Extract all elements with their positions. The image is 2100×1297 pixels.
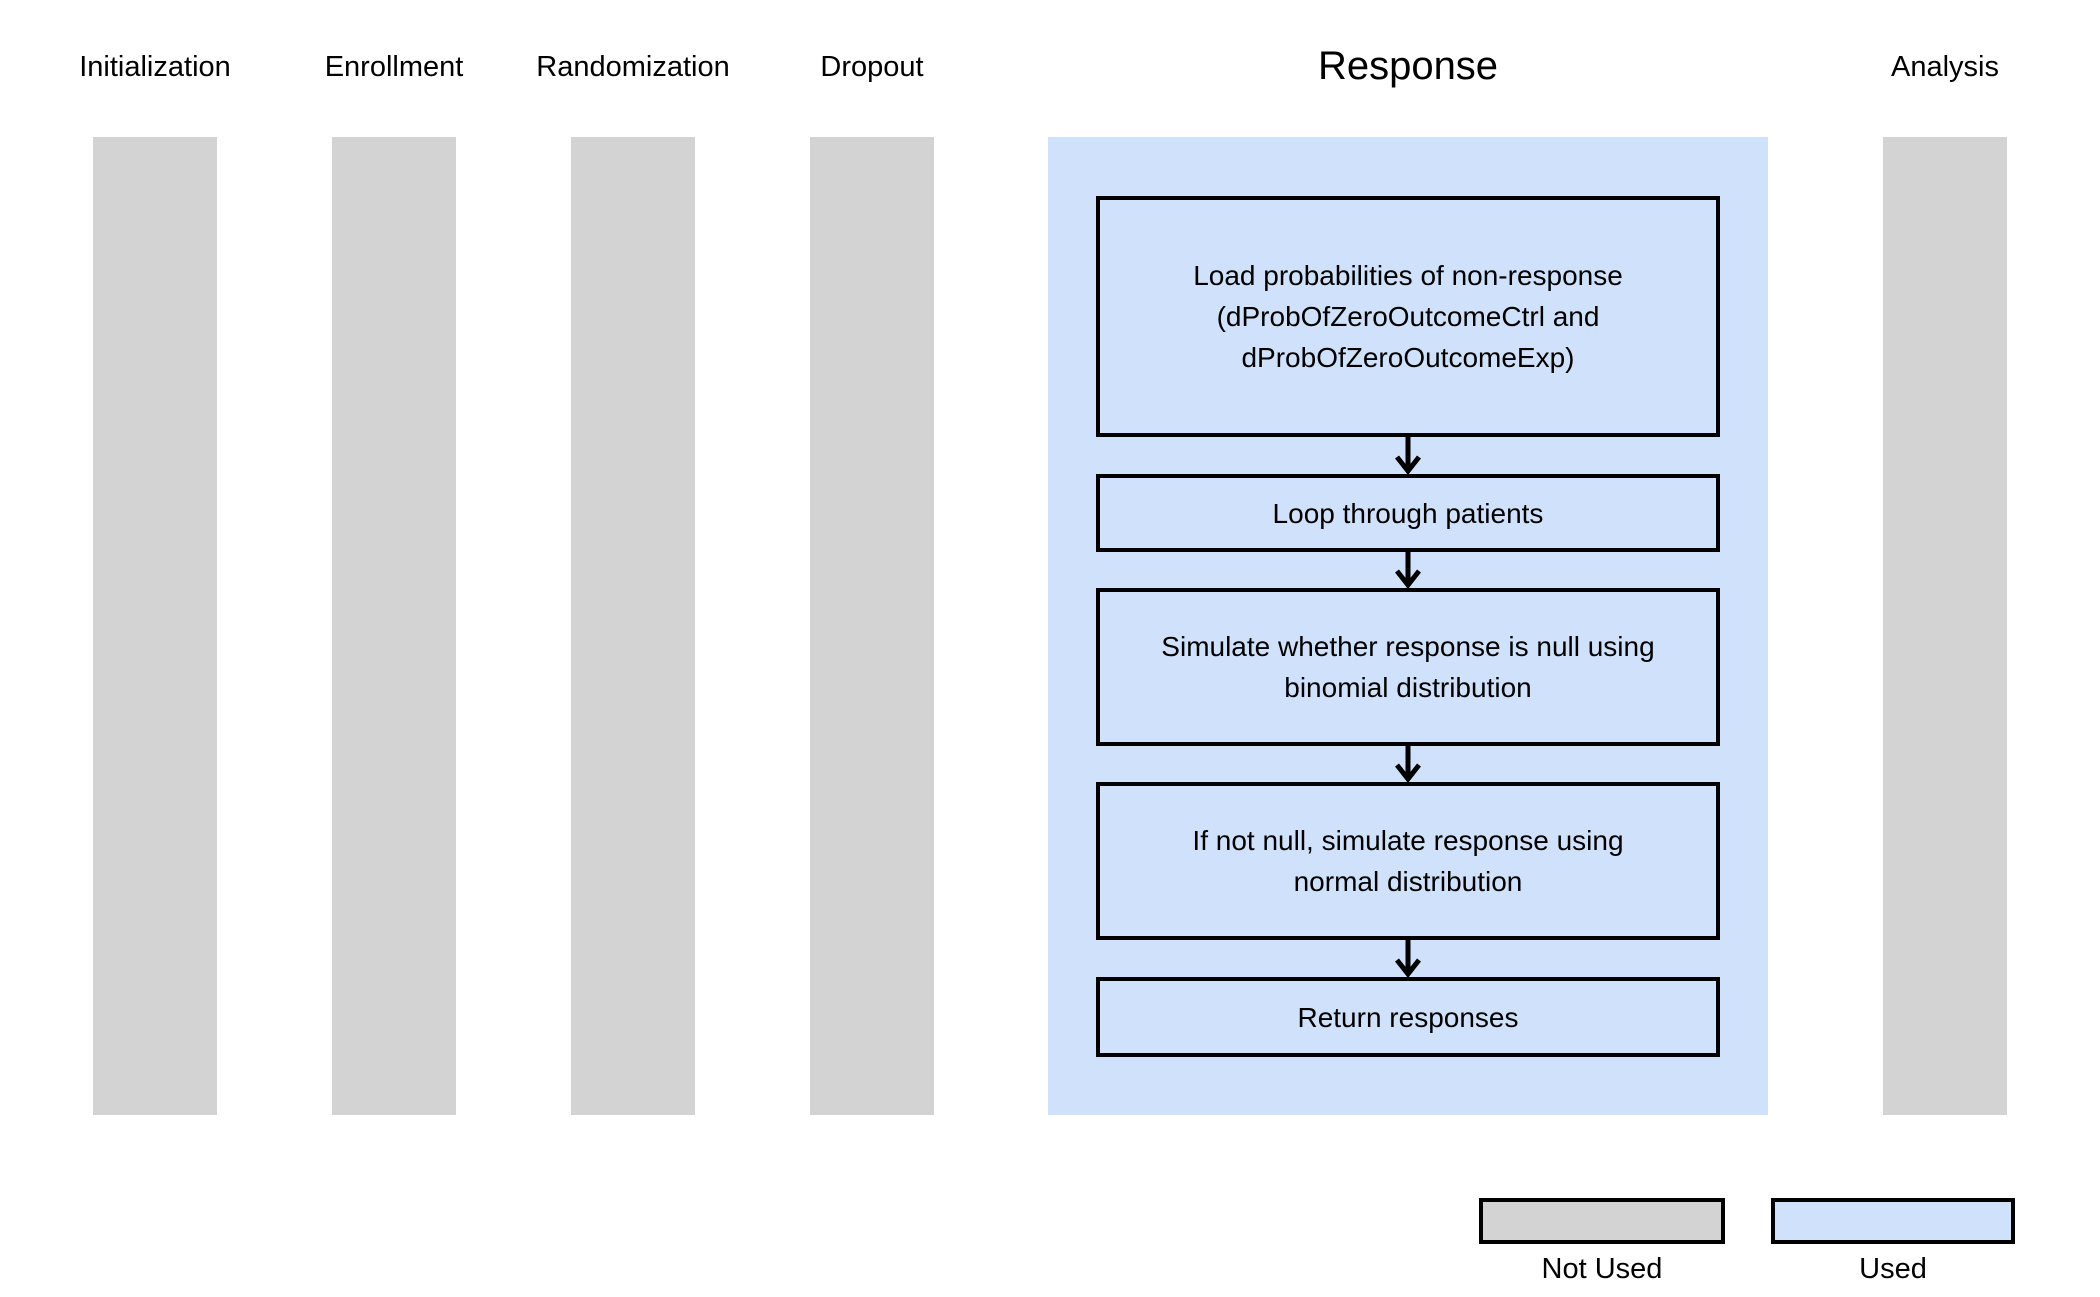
- legend-label-used: Used: [1859, 1253, 1927, 1285]
- flow-step-text: Load probabilities of non-response (dPro…: [1193, 260, 1623, 373]
- column-label-enrollment: Enrollment: [324, 51, 464, 83]
- arrow-down-icon: [1395, 940, 1421, 977]
- legend-label-not-used: Not Used: [1541, 1253, 1663, 1285]
- legend-swatch-used: [1771, 1198, 2015, 1244]
- column-label-initialization: Initialization: [79, 51, 231, 83]
- arrow-down-icon: [1395, 552, 1421, 588]
- column-label-response: Response: [1317, 44, 1499, 88]
- column-label-randomization: Randomization: [536, 51, 730, 83]
- arrow-down-icon: [1395, 746, 1421, 782]
- flow-step-return-responses: Return responses: [1096, 977, 1720, 1057]
- flow-step-text: Loop through patients: [1272, 497, 1544, 529]
- flow-step-text: Simulate whether response is null using …: [1161, 631, 1655, 703]
- flow-step-loop-patients: Loop through patients: [1096, 474, 1720, 552]
- arrow-down-icon: [1395, 437, 1421, 474]
- flow-step-text: Return responses: [1297, 1001, 1519, 1033]
- flow-step-simulate-null: Simulate whether response is null using …: [1096, 588, 1720, 746]
- stage-bar-initialization: [93, 137, 217, 1115]
- stage-bar-enrollment: [332, 137, 456, 1115]
- stage-bar-dropout: [810, 137, 934, 1115]
- column-label-analysis: Analysis: [1891, 51, 1999, 83]
- stage-bar-analysis: [1883, 137, 2007, 1115]
- column-label-dropout: Dropout: [820, 51, 924, 83]
- flow-step-text: If not null, simulate response using nor…: [1192, 825, 1624, 897]
- flow-step-simulate-response: If not null, simulate response using nor…: [1096, 782, 1720, 940]
- legend-swatch-not-used: [1479, 1198, 1725, 1244]
- stage-bar-randomization: [571, 137, 695, 1115]
- flow-step-load-probabilities: Load probabilities of non-response (dPro…: [1096, 196, 1720, 437]
